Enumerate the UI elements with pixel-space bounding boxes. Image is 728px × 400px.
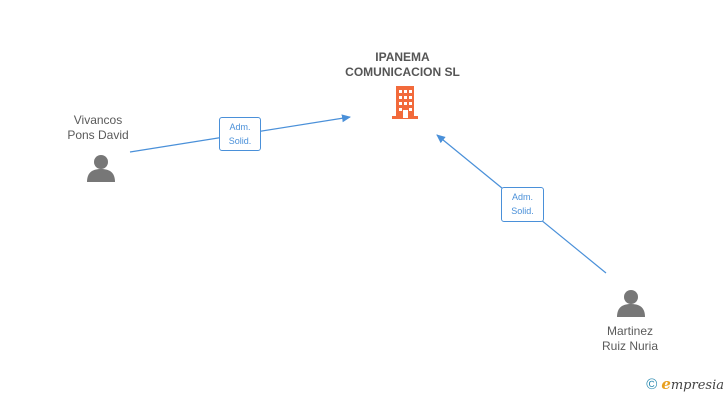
person-name-line1: Martinez (606, 324, 653, 338)
brand-initial: e (661, 375, 671, 393)
person-name-line1: Vivancos (73, 113, 123, 127)
person-name-vivancos[interactable]: Vivancos Pons David (48, 113, 148, 143)
company-name-line1: IPANEMA (375, 50, 430, 64)
relation-badge-martinez[interactable]: Adm. Solid. (501, 187, 544, 222)
relation-line2: Solid. (228, 136, 252, 146)
person-icon[interactable] (616, 288, 646, 318)
copyright-icon: © (646, 376, 658, 393)
brand-logo: empresia (661, 375, 724, 395)
company-name[interactable]: IPANEMA COMUNICACION SL (330, 50, 475, 80)
relation-line1: Adm. (229, 122, 251, 132)
relation-badge-vivancos[interactable]: Adm. Solid. (219, 117, 261, 151)
person-name-martinez[interactable]: Martinez Ruiz Nuria (580, 324, 680, 354)
relation-line2: Solid. (511, 206, 534, 216)
relation-line1: Adm. (511, 192, 533, 202)
person-name-line2: Ruiz Nuria (601, 339, 658, 353)
building-icon[interactable] (389, 86, 421, 120)
footer-brand[interactable]: © empresia (646, 375, 724, 395)
brand-rest: mpresia (670, 378, 724, 393)
person-name-line2: Pons David (67, 128, 129, 142)
person-icon[interactable] (86, 153, 116, 183)
company-name-line2: COMUNICACION SL (345, 65, 460, 79)
